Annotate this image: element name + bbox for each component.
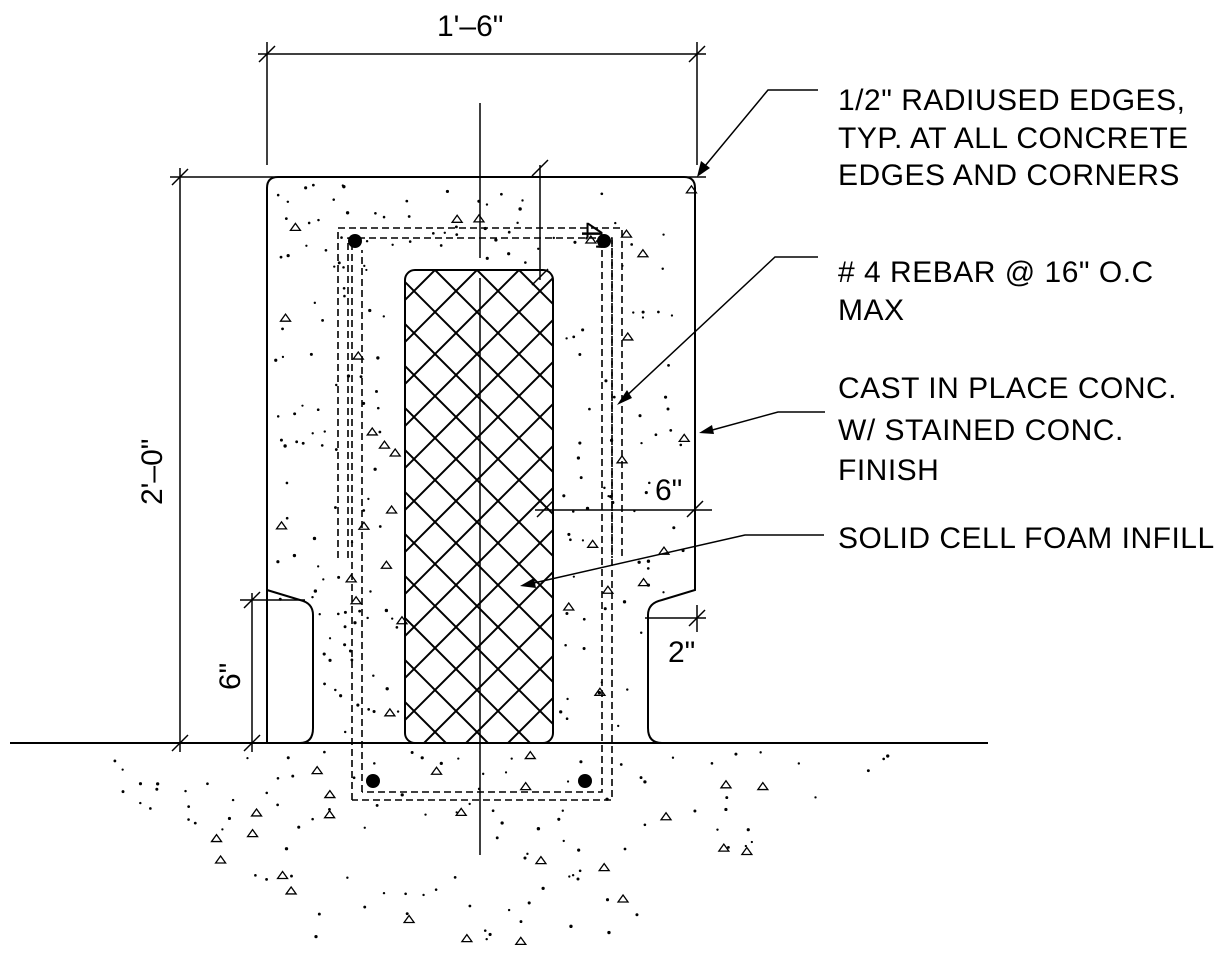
svg-text:SOLID CELL FOAM INFILL: SOLID CELL FOAM INFILL (838, 522, 1215, 555)
width-dimension-label: 1'–6" (437, 10, 503, 43)
note-rebar: # 4 REBAR @ 16" O.C MAX (838, 256, 1154, 327)
leader-rebar (617, 256, 818, 405)
cover-top-dimension (531, 159, 549, 286)
width-dimension (258, 42, 706, 165)
svg-text:EDGES AND CORNERS: EDGES AND CORNERS (838, 159, 1180, 192)
rebar-dot (348, 234, 362, 248)
leader-concrete (699, 411, 825, 434)
height-dimension-label: 2'–0" (136, 439, 169, 505)
svg-text:FINISH: FINISH (838, 454, 939, 487)
svg-text:MAX: MAX (838, 294, 905, 327)
svg-text:TYP. AT ALL CONCRETE: TYP. AT ALL CONCRETE (838, 122, 1189, 155)
rebar-dot (597, 234, 611, 248)
note-foam: SOLID CELL FOAM INFILL (838, 522, 1215, 555)
side-dimension-label: 6" (655, 474, 682, 507)
cover-top-dimension-label: 4" (575, 222, 608, 249)
notch-depth-dimension-label: 2" (668, 636, 695, 669)
svg-text:1/2" RADIUSED EDGES,: 1/2" RADIUSED EDGES, (838, 84, 1185, 117)
concrete-speckle (274, 183, 698, 734)
notch-height-dimension-label: 6" (214, 663, 247, 690)
svg-text:CAST IN PLACE CONC.: CAST IN PLACE CONC. (838, 372, 1177, 405)
svg-text:# 4 REBAR @ 16" O.C: # 4 REBAR @ 16" O.C (838, 256, 1154, 289)
leader-foam (520, 534, 824, 588)
notch-depth-dimension (645, 605, 706, 632)
foam-infill (404, 269, 554, 744)
ground-speckle (113, 750, 890, 945)
rebar-dot (366, 774, 380, 788)
note-concrete: CAST IN PLACE CONC. W/ STAINED CONC. FIN… (838, 372, 1177, 487)
height-dimension (170, 168, 706, 752)
leader-radius (697, 89, 818, 177)
wall-outline (266, 176, 696, 744)
svg-text:W/ STAINED CONC.: W/ STAINED CONC. (838, 414, 1124, 447)
side-dimension (535, 500, 712, 518)
note-radius: 1/2" RADIUSED EDGES, TYP. AT ALL CONCRET… (838, 84, 1189, 192)
notch-height-dimension (240, 591, 305, 752)
rebar-dot (578, 774, 592, 788)
